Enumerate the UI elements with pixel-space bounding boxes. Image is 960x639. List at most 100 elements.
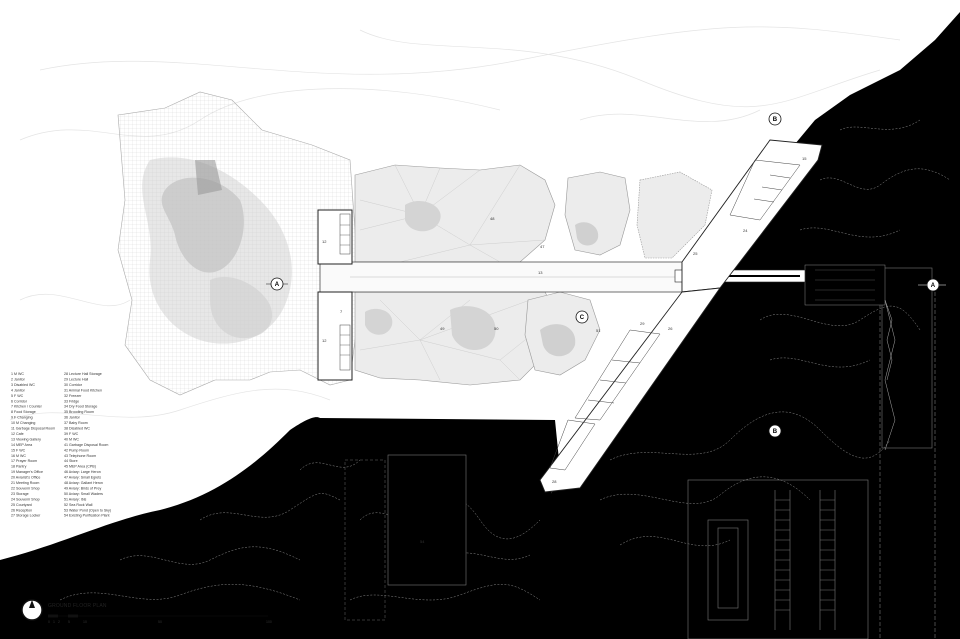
background-contours	[9, 26, 901, 421]
legend-item: 52 Sea Rock Wall	[64, 503, 93, 507]
legend-item: 5 F WC	[11, 394, 24, 398]
label-aviary-47: 47	[540, 244, 545, 249]
label-reception: 26	[668, 326, 673, 331]
svg-text:B: B	[773, 429, 778, 435]
legend-item: 19 Manager's Office	[11, 470, 43, 474]
legend-item: 35 Brooding Room	[64, 410, 94, 414]
legend-item: 21 Meeting Room	[11, 481, 39, 485]
label-cafe-lower: 12	[322, 338, 327, 343]
legend-item: 42 Pump Room	[64, 448, 89, 452]
scale-label: 100	[266, 620, 272, 624]
legend-item: 41 Garbage Disposal Room	[64, 443, 108, 447]
legend-item: 10 M Changing	[11, 421, 35, 425]
legend-item: 51 Aviary: Ibis	[64, 497, 87, 501]
diagonal-wing	[539, 139, 823, 493]
legend-item: 11 Garbage Disposal Room	[11, 427, 55, 431]
scale-label: 10	[83, 620, 87, 624]
legend-item: 3 Disabled WC	[11, 383, 35, 387]
legend-item: 43 Telephone Room	[64, 454, 96, 458]
legend-item: 20 Aviarist's Office	[11, 476, 40, 480]
svg-text:A: A	[275, 282, 280, 288]
legend-item: 30 Corridor	[64, 383, 83, 387]
label-cafe: 12	[322, 239, 327, 244]
legend: 1 M WC2 Janitor 3 Disabled WC4 Janitor 5 F…	[11, 372, 111, 518]
legend-item: 48 Aviary: Gallant Heron	[64, 481, 103, 485]
legend-item: 23 Storage	[11, 492, 29, 496]
legend-item: 34 Dry Food Storage	[64, 405, 97, 409]
label-corridor-top: 25	[693, 251, 698, 256]
label-aviary-50: 50	[494, 326, 499, 331]
legend-item: 32 Freezer	[64, 394, 82, 398]
west-aviary	[117, 91, 361, 396]
legend-item: 44 Store	[64, 459, 78, 463]
ground-contours	[59, 119, 951, 601]
ground-mass-east	[540, 12, 960, 639]
legend-item: 37 Baby Room	[64, 421, 88, 425]
legend-item: 27 Storage Locker	[11, 514, 41, 518]
legend-item: 2 Janitor	[11, 377, 26, 381]
parking-area	[687, 267, 936, 639]
legend-item: 6 Corridor	[11, 399, 28, 403]
scale-label: 0	[48, 620, 50, 624]
north-arrow-icon	[21, 599, 43, 621]
legend-item: 40 M WC	[64, 437, 79, 441]
label-gallery: 13	[538, 270, 543, 275]
legend-item: 36 Janitor	[64, 416, 81, 420]
legend-item: 45 MEP Area (CPB)	[64, 465, 96, 469]
label-shop: 24	[743, 228, 748, 233]
section-marker-a-east: A	[918, 278, 946, 292]
legend-item: 15 F WC	[11, 448, 26, 452]
legend-item: 16 M WC	[11, 454, 26, 458]
legend-item: 14 MEP Area	[11, 443, 32, 447]
legend-item: 29 Lecture Hall	[64, 377, 88, 381]
legend-item: 46 Aviary: Large Heron	[64, 470, 101, 474]
section-marker-b-south: B	[768, 424, 782, 438]
label-corridor-low: 28	[552, 479, 557, 484]
label-wc-top: 15	[802, 156, 807, 161]
legend-item: 38 Disabled WC	[64, 427, 90, 431]
legend-item: 31 Animal Food Kitchen	[64, 388, 102, 392]
scale-label: 50	[158, 620, 162, 624]
legend-item: 49 Aviary: Birds of Prey	[64, 486, 101, 490]
label-aviary-51: 51	[596, 328, 601, 333]
legend-item: 9 F Changing	[11, 416, 33, 420]
section-marker-c: C	[575, 310, 589, 324]
label-lecture: 29	[640, 321, 645, 326]
legend-item: 28 Lecture Hall Storage	[64, 372, 102, 376]
legend-item: 33 Fridge	[64, 399, 79, 403]
svg-text:C: C	[580, 315, 585, 321]
cafe-block	[317, 209, 353, 381]
legend-item: 7 Kitchen / Counter	[11, 405, 43, 409]
legend-item: 47 Aviary: Small Egrets	[64, 476, 101, 480]
legend-item: 1 M WC	[11, 372, 24, 376]
scale-label: 1	[53, 620, 55, 624]
legend-item: 50 Aviary: Small Waders	[64, 492, 103, 496]
section-marker-a-west: A	[266, 277, 288, 291]
label-aviary-49: 49	[440, 326, 445, 331]
legend-item: 24 Souvenir Shop	[11, 497, 40, 501]
legend-item: 8 Food Storage	[11, 410, 36, 414]
middle-aviaries	[354, 164, 561, 386]
legend-item: 54 Existing Purification Plant	[64, 514, 110, 518]
legend-item: 13 Viewing Gallery	[11, 437, 41, 441]
scale-label: 5	[68, 620, 70, 624]
svg-text:A: A	[931, 283, 936, 289]
legend-item: 22 Souvenir Shop	[11, 486, 40, 490]
legend-item: 18 Pantry	[11, 465, 27, 469]
legend-item: 17 Prayer Room	[11, 459, 37, 463]
legend-item: 12 Cafe	[11, 432, 24, 436]
legend-item: 53 Water Pond (Open to Sky)	[64, 508, 111, 512]
plan-title: GROUND FLOOR PLAN	[48, 603, 107, 609]
svg-text:B: B	[773, 117, 778, 123]
label-plant: 54	[420, 539, 425, 544]
legend-item: 26 Reception	[11, 508, 32, 512]
label-kitchen: 7	[340, 309, 343, 314]
legend-item: 25 Courtyard	[11, 503, 32, 507]
entrance-bridge	[804, 264, 896, 451]
legend-item: 4 Janitor	[11, 388, 26, 392]
purification-plant	[344, 454, 467, 621]
label-aviary-48: 48	[490, 216, 495, 221]
section-marker-b-north: B	[768, 112, 782, 126]
